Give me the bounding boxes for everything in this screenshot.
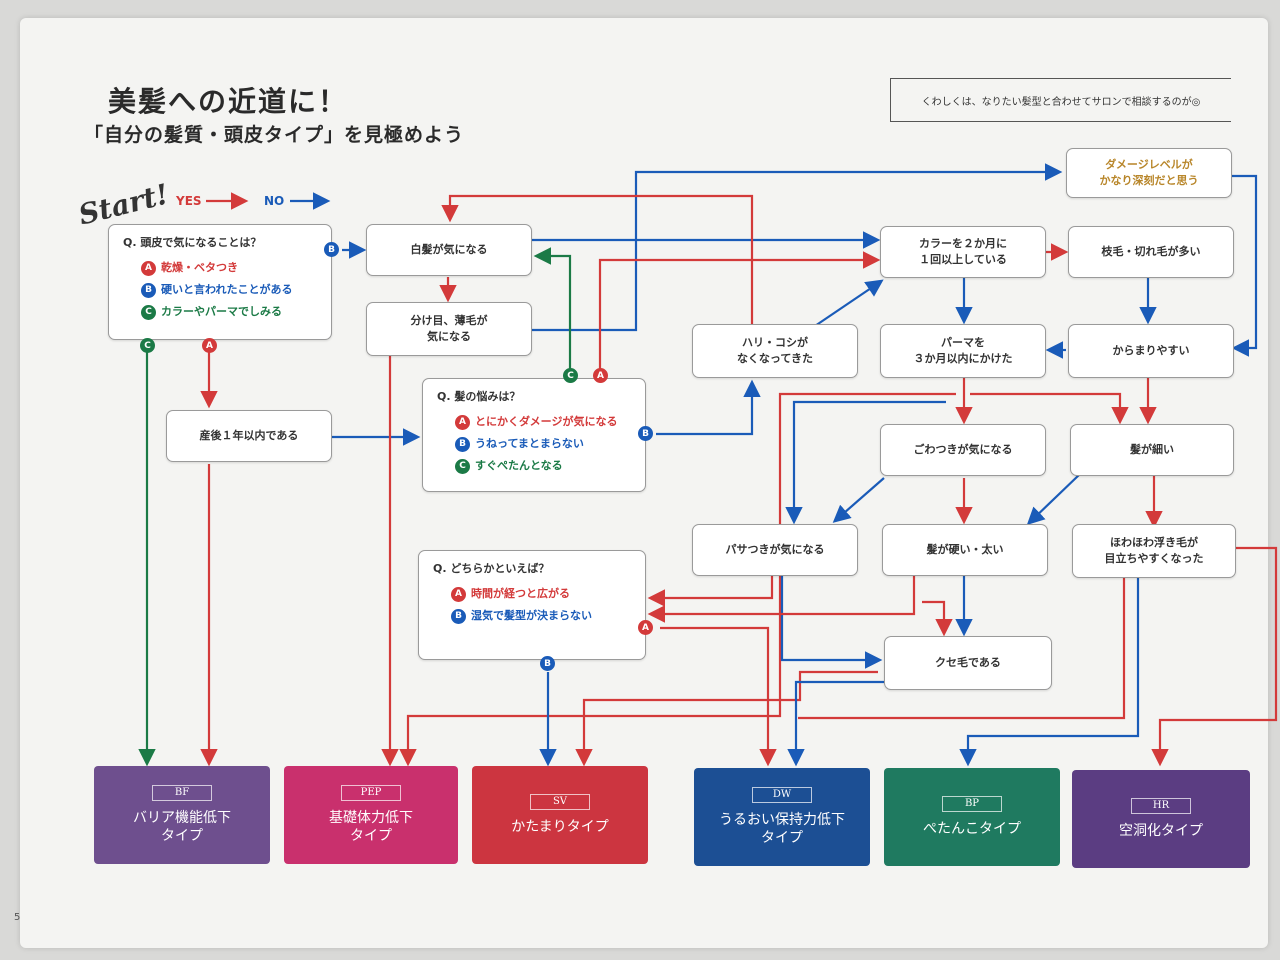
consult-note: くわしくは、なりたい髪型と合わせてサロンで相談するのが◎ — [890, 78, 1231, 122]
result-bf: BF バリア機能低下 タイプ — [94, 766, 270, 864]
result-pep: PEP 基礎体力低下 タイプ — [284, 766, 458, 864]
result-label: 空洞化タイプ — [1119, 823, 1203, 839]
legend-yes: YES — [176, 194, 202, 208]
node-recent-perm: パーマを ３か月以内にかけた — [880, 324, 1046, 378]
result-code: SV — [530, 794, 590, 810]
node-tangles: からまりやすい — [1068, 324, 1234, 378]
result-bp: BP ぺたんこタイプ — [884, 768, 1060, 866]
node-coarse-hair: 髪が硬い・太い — [882, 524, 1048, 576]
legend-no: NO — [264, 194, 285, 208]
result-code: BP — [942, 796, 1002, 812]
node-dryness: パサつきが気になる — [692, 524, 858, 576]
result-label: 基礎体力低下 タイプ — [329, 810, 413, 844]
result-label: バリア機能低下 タイプ — [133, 810, 231, 844]
node-loss-of-body: ハリ・コシが なくなってきた — [692, 324, 858, 378]
result-label: うるおい保持力低下 タイプ — [719, 812, 845, 846]
page-number: 5 — [14, 912, 21, 923]
node-fine-hair: 髪が細い — [1070, 424, 1234, 476]
node-severe-damage: ダメージレベルが かなり深刻だと思う — [1066, 148, 1232, 198]
result-dw: DW うるおい保持力低下 タイプ — [694, 768, 870, 866]
question-scalp-title: Q. 頭皮で気になることは？ — [123, 236, 262, 249]
node-stiffness: ごわつきが気になる — [880, 424, 1046, 476]
node-frizz: ほわほわ浮き毛が 目立ちやすくなった — [1072, 524, 1236, 578]
node-thinning: 分け目、薄毛が 気になる — [366, 302, 532, 356]
result-code: HR — [1131, 798, 1191, 814]
q2-b-marker: B — [638, 426, 653, 441]
q2-a-marker: A — [593, 368, 608, 383]
q3-a-marker: A — [638, 620, 653, 635]
node-frequent-color: カラーを２か月に １回以上している — [880, 226, 1046, 278]
q1-c-marker: C — [140, 338, 155, 353]
question-which-title: Q. どちらかといえば？ — [433, 562, 550, 575]
node-postpartum: 産後１年以内である — [166, 410, 332, 462]
node-gray-hair: 白髪が気になる — [366, 224, 532, 276]
page-title: 美髪への近道に！ — [108, 85, 349, 118]
question-hair-title: Q. 髪の悩みは？ — [437, 390, 521, 403]
q2-c-marker: C — [563, 368, 578, 383]
node-split-ends: 枝毛・切れ毛が多い — [1068, 226, 1234, 278]
q1-b-marker: B — [324, 242, 339, 257]
q1-a-marker: A — [202, 338, 217, 353]
page-subtitle: 「自分の髪質・頭皮タイプ」を見極めよう — [84, 124, 465, 146]
result-code: PEP — [341, 785, 401, 801]
result-hr: HR 空洞化タイプ — [1072, 770, 1250, 868]
result-code: DW — [752, 787, 812, 803]
result-label: ぺたんこタイプ — [923, 821, 1021, 837]
result-code: BF — [152, 785, 212, 801]
node-curly-hair: クセ毛である — [884, 636, 1052, 690]
result-sv: SV かたまりタイプ — [472, 766, 648, 864]
q3-b-marker: B — [540, 656, 555, 671]
result-label: かたまりタイプ — [511, 819, 609, 835]
